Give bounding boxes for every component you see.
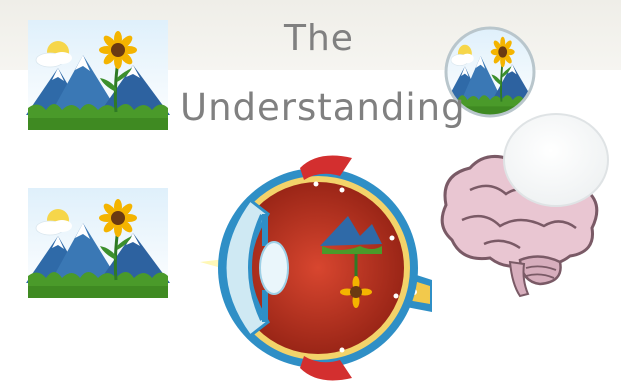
landscape-picture-bottom — [26, 188, 170, 298]
thought-bubble-icon — [504, 114, 608, 206]
eyeball-cross-section — [218, 156, 432, 381]
landscape-picture-top — [26, 20, 170, 130]
title-line-2: Understanding — [180, 86, 466, 129]
title-line-1: The — [284, 18, 354, 59]
